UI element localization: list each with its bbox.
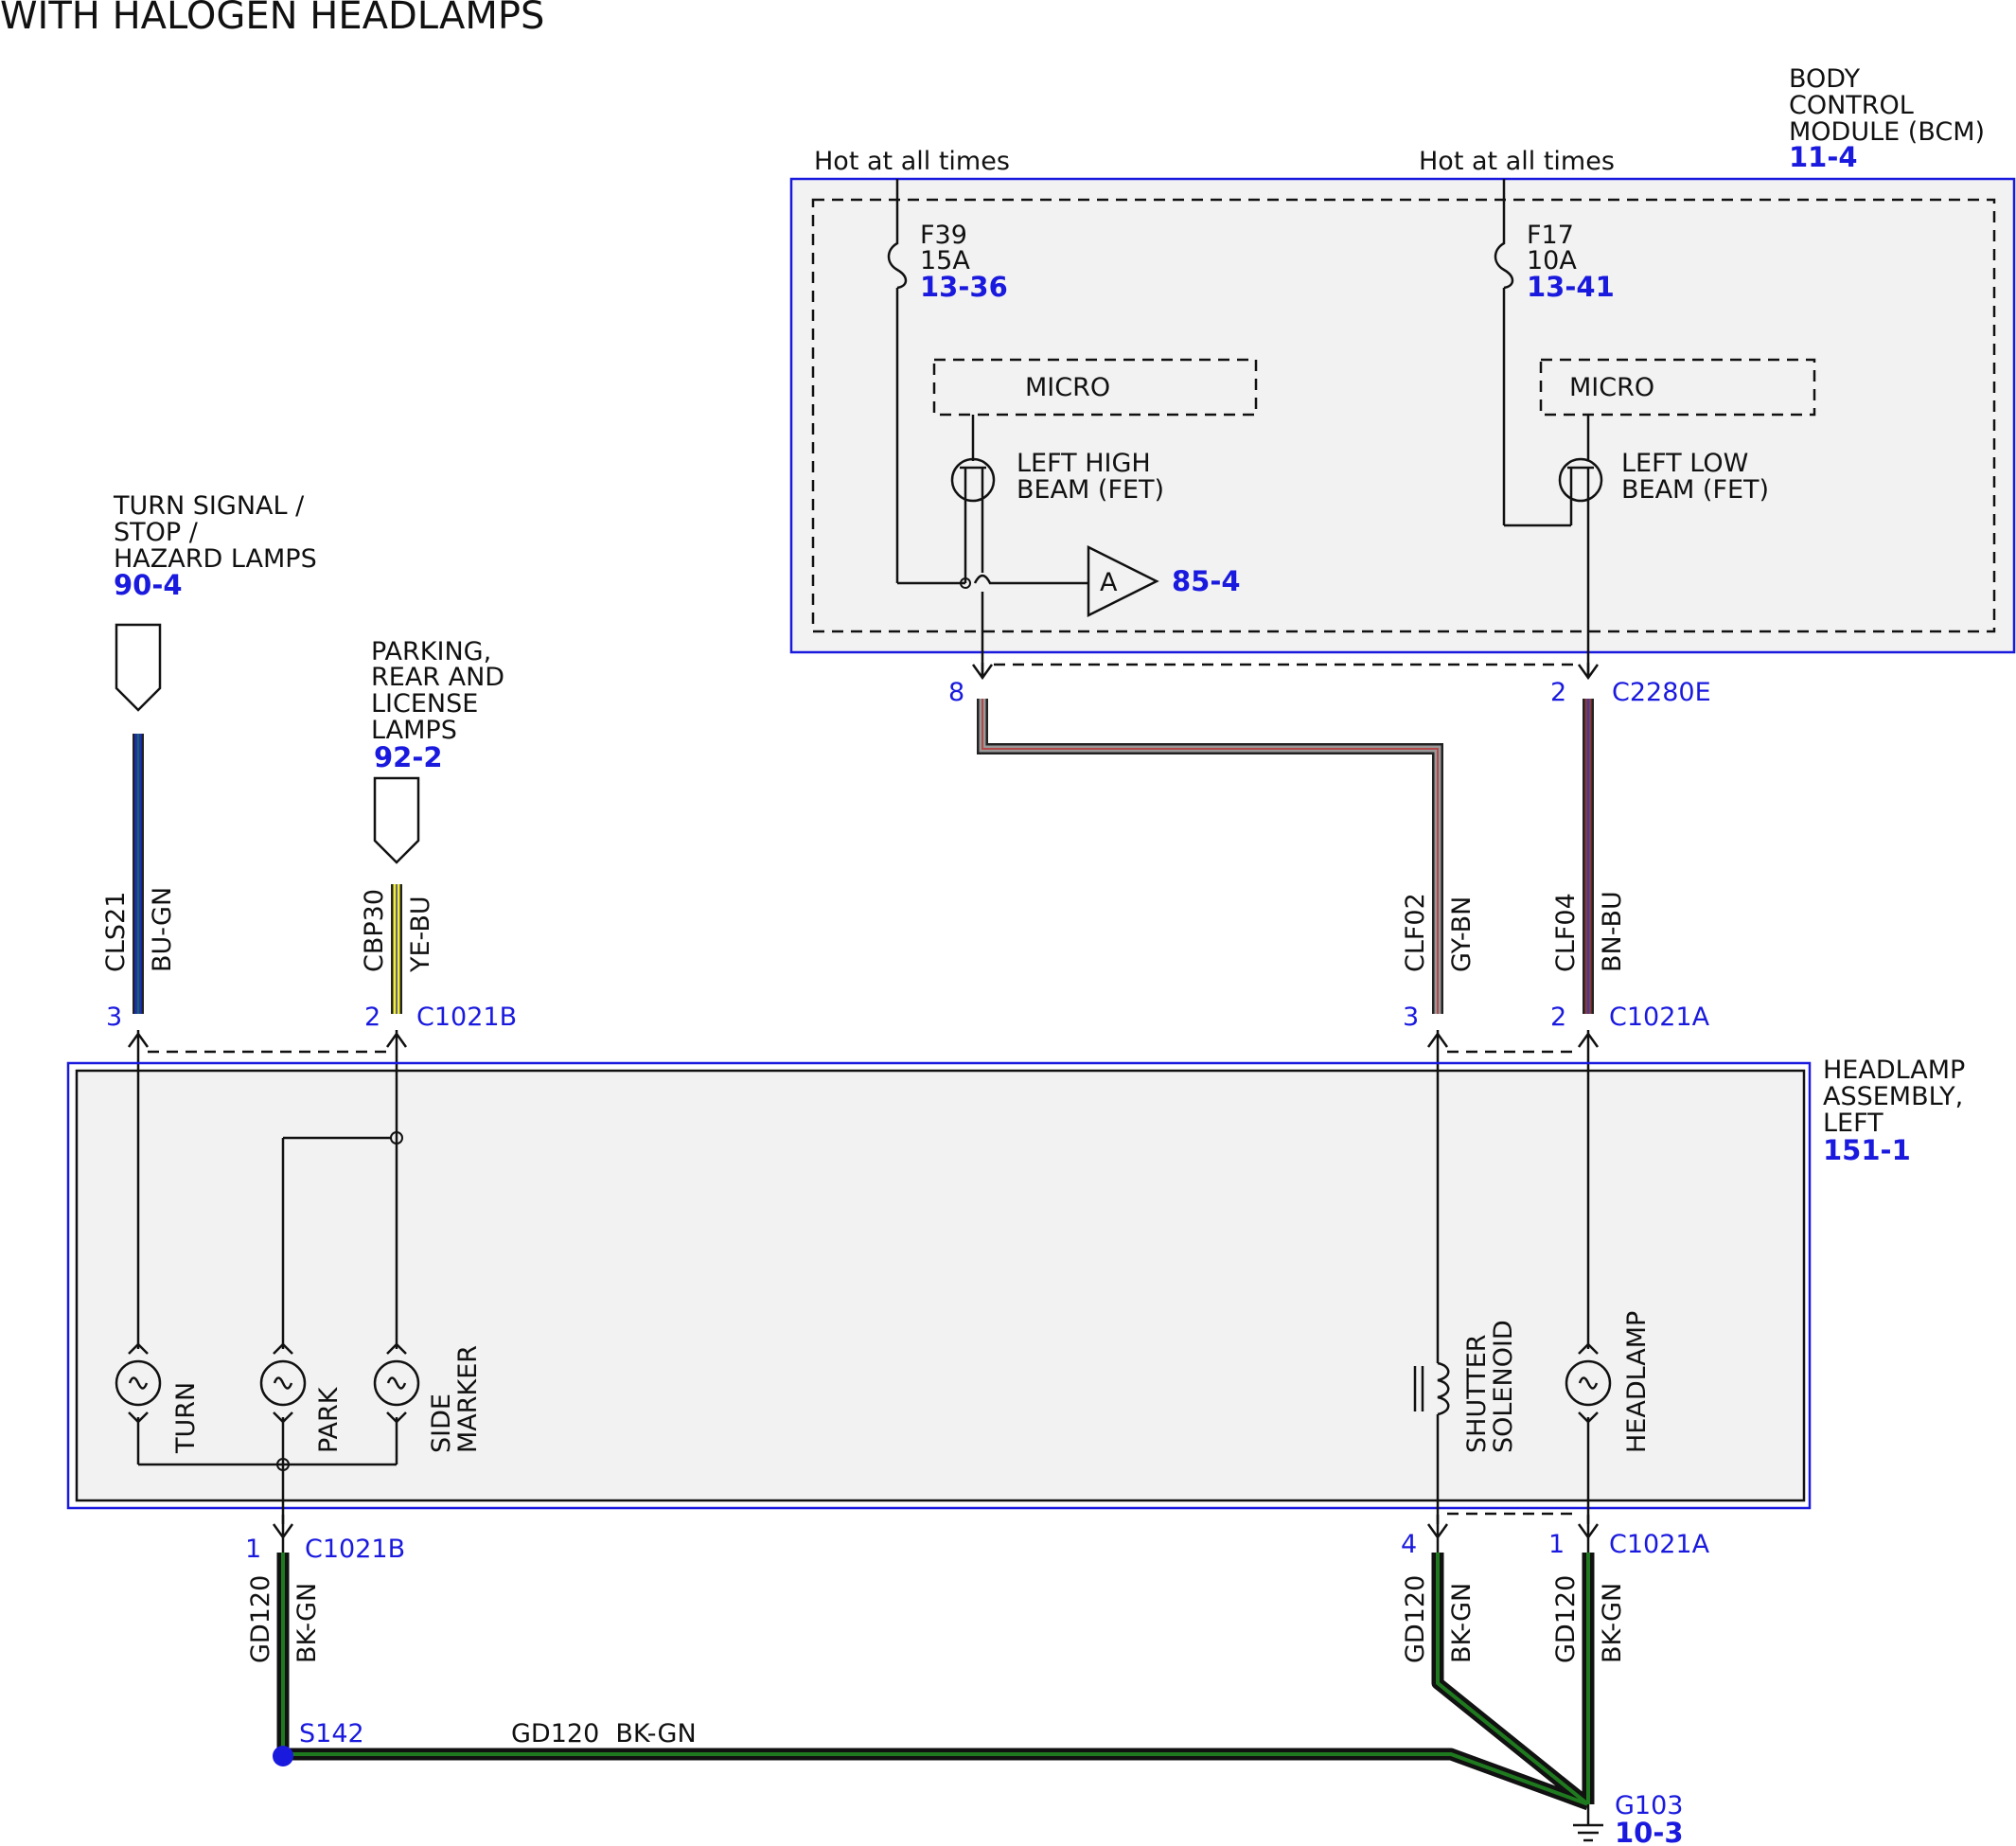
- gd-left-circuit: GD120: [246, 1575, 275, 1663]
- c1021b-bottom-label: C1021B: [305, 1535, 405, 1564]
- turn-signal-label-2: STOP /: [114, 518, 199, 547]
- park-label: PARK: [314, 1386, 344, 1453]
- clf04-color: BN-BU: [1598, 891, 1627, 972]
- c1021a-top-label: C1021A: [1609, 1003, 1710, 1032]
- bcm-name-1: BODY: [1789, 64, 1861, 94]
- gd-right-circuit: GD120: [1551, 1575, 1581, 1663]
- clf02-color: GY-BN: [1447, 896, 1477, 972]
- fet-high-label-2: BEAM (FET): [1017, 475, 1164, 505]
- fet-high-label-1: LEFT HIGH: [1017, 449, 1151, 478]
- headlamp-assembly-label-2: ASSEMBLY,: [1823, 1082, 1963, 1111]
- parking-source: PARKING, REAR AND LICENSE LAMPS 92-2: [371, 637, 504, 864]
- headlamp-assembly-label-1: HEADLAMP: [1823, 1056, 1965, 1085]
- fet-low-icon: [1558, 457, 1603, 503]
- turn-signal-label-3: HAZARD LAMPS: [114, 544, 317, 574]
- gd-left-color: BK-GN: [292, 1583, 322, 1663]
- fuse-f39-name: F39: [920, 221, 967, 250]
- fuse-f17-rating: 10A: [1527, 246, 1577, 275]
- amplifier-a-ref[interactable]: 85-4: [1172, 565, 1241, 597]
- clf02-circuit: CLF02: [1401, 893, 1430, 972]
- connector-bottom-markers: 1 C1021B 4 1 C1021A: [245, 1512, 1710, 1564]
- fuse-f39-icon: [887, 179, 908, 290]
- connector-c2280e: 8 2 C2280E: [948, 663, 1711, 707]
- bcm-name-2: CONTROL: [1789, 91, 1914, 120]
- bcm-ref[interactable]: 11-4: [1789, 141, 1858, 173]
- gd-mid-pin: 4: [1401, 1530, 1417, 1559]
- turn-label: TURN: [171, 1382, 201, 1454]
- turn-signal-source: TURN SIGNAL / STOP / HAZARD LAMPS 90-4: [113, 491, 317, 712]
- cbp30-circuit: CBP30: [360, 889, 389, 972]
- clf04-circuit: CLF04: [1551, 893, 1581, 972]
- connector-top-markers: [127, 1030, 1600, 1068]
- amplifier-a-icon: [1087, 544, 1159, 618]
- cls21-color: BU-GN: [148, 887, 177, 972]
- side-marker-label-2: MARKER: [453, 1345, 483, 1453]
- c2280e-label: C2280E: [1612, 678, 1711, 707]
- headlamp-label: HEADLAMP: [1622, 1311, 1652, 1453]
- fuse-f17-ref[interactable]: 13-41: [1527, 271, 1615, 303]
- splice-s142-label[interactable]: S142: [299, 1719, 364, 1748]
- parking-label-3: LICENSE: [371, 689, 478, 719]
- micro-label-2: MICRO: [1569, 373, 1654, 402]
- diagram-title: WITH HALOGEN HEADLAMPS: [0, 0, 544, 38]
- gd-mid-color: BK-GN: [1447, 1583, 1477, 1663]
- clf04-pin: 2: [1550, 1003, 1566, 1032]
- gd-left-pin: 1: [245, 1535, 261, 1564]
- ground-wires: [276, 1553, 1595, 1811]
- fet-low-label-1: LEFT LOW: [1621, 449, 1748, 478]
- cbp30-pin: 2: [364, 1003, 380, 1032]
- shutter-label-1: SHUTTER: [1462, 1334, 1492, 1453]
- gd-right-pin: 1: [1548, 1530, 1565, 1559]
- parking-label-4: LAMPS: [371, 716, 457, 745]
- fuse-f17-name: F17: [1527, 221, 1574, 250]
- side-marker-label-1: SIDE: [427, 1393, 456, 1453]
- hot-at-all-times-2: Hot at all times: [1419, 147, 1615, 176]
- fuse-f17-icon: [1494, 179, 1514, 290]
- micro-label-1: MICRO: [1025, 373, 1110, 402]
- amplifier-a-label: A: [1100, 568, 1118, 597]
- c2280e-pin-2: 2: [1550, 678, 1566, 707]
- c2280e-pin-8: 8: [948, 678, 964, 707]
- shutter-solenoid-icon: [1413, 1361, 1450, 1416]
- turn-signal-label-1: TURN SIGNAL /: [113, 491, 305, 521]
- fuse-f39-ref[interactable]: 13-36: [920, 271, 1008, 303]
- parking-label-2: REAR AND: [371, 663, 504, 692]
- turn-bulb-icon: [115, 1342, 162, 1424]
- fet-low-label-2: BEAM (FET): [1621, 475, 1769, 505]
- micro-box-1: [932, 358, 1258, 417]
- gd-horizontal-label: GD120 BK-GN: [511, 1719, 697, 1748]
- fet-high-icon: [950, 457, 996, 503]
- cls21-pin: 3: [106, 1003, 122, 1032]
- headlamp-assembly-ref[interactable]: 151-1: [1823, 1134, 1911, 1166]
- gd-right-color: BK-GN: [1598, 1583, 1627, 1663]
- turn-signal-ref[interactable]: 90-4: [114, 569, 183, 601]
- clf02-pin: 3: [1403, 1003, 1419, 1032]
- cls21-circuit: CLS21: [101, 892, 131, 972]
- splice-s142-icon: [273, 1746, 293, 1766]
- shutter-label-2: SOLENOID: [1489, 1320, 1518, 1453]
- micro-box-2: [1539, 358, 1816, 417]
- c1021b-top-label: C1021B: [416, 1003, 517, 1032]
- bcm-module: BODY CONTROL MODULE (BCM) 11-4 Hot at al…: [789, 64, 2016, 674]
- parking-label-1: PARKING,: [371, 637, 491, 666]
- ground-g103-label: G103: [1615, 1791, 1683, 1820]
- fuse-f39-rating: 15A: [920, 246, 970, 275]
- ground-g103-ref[interactable]: 10-3: [1615, 1817, 1684, 1846]
- ground-g103-icon: [1573, 1804, 1603, 1842]
- turn-signal-connector-icon: [115, 623, 162, 712]
- gd-mid-circuit: GD120: [1401, 1575, 1430, 1663]
- bcm-name-3: MODULE (BCM): [1789, 117, 1985, 147]
- cbp30-color: YE-BU: [406, 896, 435, 973]
- headlamp-assembly: HEADLAMP ASSEMBLY, LEFT 151-1: [66, 1056, 1965, 1524]
- hot-at-all-times-1: Hot at all times: [814, 147, 1010, 176]
- c1021a-bottom-label: C1021A: [1609, 1530, 1710, 1559]
- headlamp-assembly-label-3: LEFT: [1823, 1109, 1883, 1138]
- parking-connector-icon: [373, 776, 420, 864]
- parking-ref[interactable]: 92-2: [374, 741, 443, 773]
